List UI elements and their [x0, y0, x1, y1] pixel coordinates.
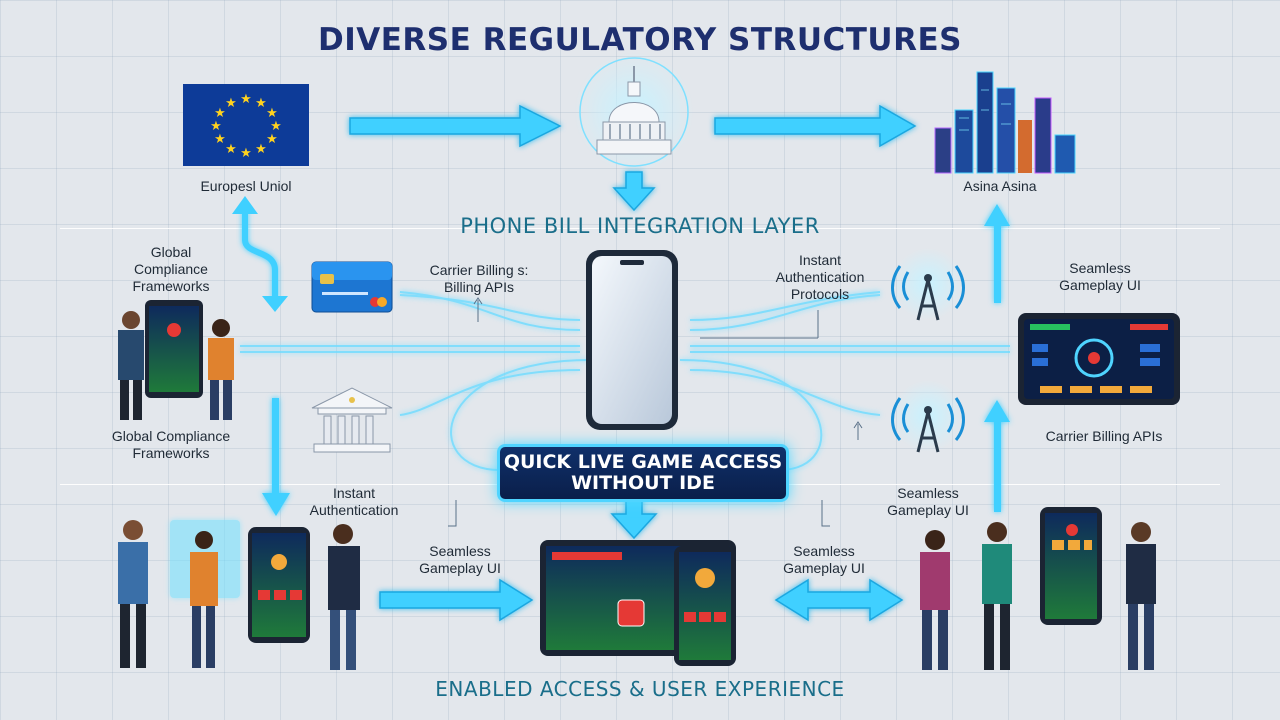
arrow-to-devices-left	[379, 578, 534, 622]
quick-access-callout: QUICK LIVE GAME ACCESS WITHOUT IDE	[497, 444, 789, 502]
seamless-gameplay-left-label: Seamless Gameplay UI	[419, 543, 501, 576]
bank-icon	[311, 387, 393, 453]
instant-authentication-label: Instant Authentication	[309, 485, 399, 518]
integration-layer-title: PHONE BILL INTEGRATION LAYER	[460, 214, 820, 238]
arrow-bidirectional-right	[774, 578, 904, 622]
footer-title: ENABLED ACCESS & USER EXPERIENCE	[435, 677, 845, 701]
carrier-billing-apis-label: Carrier Billing APIs	[1045, 428, 1163, 444]
arrow-capitol-down	[612, 171, 656, 212]
carrier-billing-label: Carrier Billing s: Billing APIs	[429, 262, 529, 295]
seamless-gameplay-top-right-label: Seamless Gameplay UI	[1059, 260, 1141, 293]
asia-skyline-icon	[934, 71, 1076, 174]
seamless-gameplay-mid-right-label: Seamless Gameplay UI	[887, 485, 969, 518]
global-compliance-bottom-label: Global Compliance Frameworks	[111, 428, 231, 461]
top-arrows	[349, 104, 917, 212]
right-up-arrows	[984, 204, 1010, 512]
global-compliance-top-label: Global Compliance Frameworks	[132, 244, 210, 294]
page-title: DIVERSE REGULATORY STRUCTURES	[318, 22, 962, 58]
svg-text:★: ★	[270, 119, 282, 134]
svg-text:★: ★	[266, 132, 278, 147]
people-group-bottom-right	[920, 507, 1156, 670]
arrow-capitol-to-asia	[714, 104, 917, 148]
data-flow-lines	[240, 291, 1010, 471]
svg-text:★: ★	[225, 142, 237, 157]
arrow-eu-to-capitol	[349, 104, 562, 148]
svg-text:★: ★	[255, 96, 267, 111]
signal-tower-icon-top	[891, 248, 965, 321]
seamless-gameplay-right-label: Seamless Gameplay UI	[783, 543, 865, 576]
capitol-icon	[574, 52, 694, 172]
eu-flag-icon: ★★★ ★★★ ★★★ ★★★	[183, 84, 309, 166]
svg-text:★: ★	[255, 142, 267, 157]
people-with-phone-top	[118, 300, 234, 420]
svg-text:★: ★	[214, 106, 226, 121]
asia-label: Asina Asina	[963, 178, 1037, 194]
instant-auth-protocols-label: Instant Authentication Protocols	[775, 252, 865, 302]
signal-tower-icon-bottom	[891, 380, 965, 453]
band-divider-top	[60, 228, 1220, 229]
svg-text:★: ★	[266, 106, 278, 121]
eu-label: Europesl Uniol	[200, 178, 292, 194]
left-down-arrow	[262, 398, 290, 516]
svg-text:★: ★	[240, 92, 252, 107]
people-group-bottom-left	[118, 520, 360, 670]
svg-text:★: ★	[240, 146, 252, 161]
svg-text:★: ★	[210, 119, 222, 134]
gameplay-tablet-icon	[1018, 313, 1180, 405]
center-devices-bottom	[540, 540, 736, 666]
credit-card-icon	[311, 261, 393, 313]
svg-text:★: ★	[214, 132, 226, 147]
callout-text: QUICK LIVE GAME ACCESS WITHOUT IDE	[503, 451, 783, 494]
connector-lines	[448, 297, 863, 527]
svg-text:★: ★	[225, 96, 237, 111]
central-phone-icon	[586, 250, 678, 430]
arrow-callout-down	[610, 495, 658, 540]
left-curve-arrow	[242, 210, 278, 300]
